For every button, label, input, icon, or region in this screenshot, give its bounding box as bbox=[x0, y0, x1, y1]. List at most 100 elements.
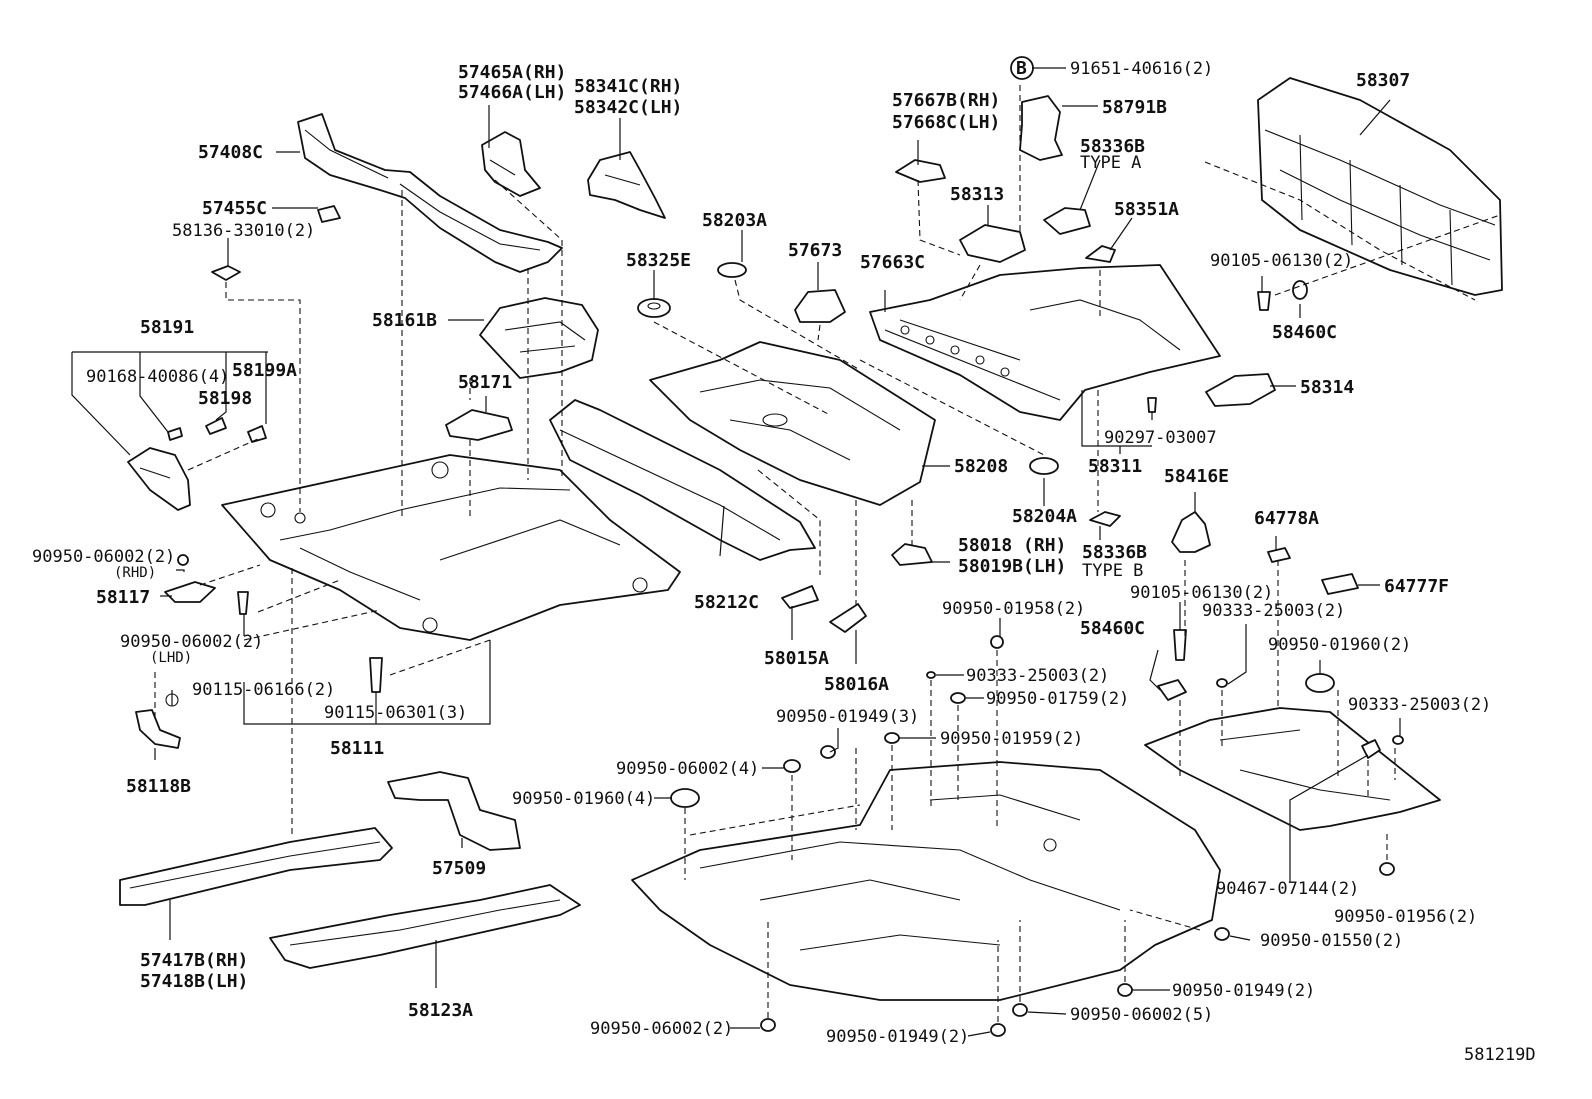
label-58460c-b: 58460C bbox=[1080, 618, 1145, 639]
part-58351a bbox=[1085, 245, 1116, 263]
part-58015a bbox=[781, 585, 819, 609]
part-58341c-bracket bbox=[587, 151, 666, 219]
label-57509: 57509 bbox=[432, 858, 486, 879]
part-58018 bbox=[891, 543, 933, 566]
part-57408c-rail bbox=[297, 113, 563, 273]
part-58117 bbox=[164, 581, 216, 603]
part-58212c-crossmember bbox=[549, 399, 816, 561]
label-58208: 58208 bbox=[954, 456, 1008, 477]
part-57465a-bracket bbox=[481, 131, 541, 197]
label-57418b: 57418B(LH) bbox=[140, 971, 248, 992]
bolt-90105-06130-b bbox=[1157, 629, 1187, 701]
part-58136-clip bbox=[211, 265, 241, 281]
part-58208-center-floor bbox=[649, 341, 936, 506]
part-58204a bbox=[1029, 457, 1059, 475]
part-58171 bbox=[445, 409, 513, 441]
label-90105-06130-b: 90105-06130(2) bbox=[1130, 583, 1273, 603]
label-58015a: 58015A bbox=[764, 648, 829, 669]
label-57673: 57673 bbox=[788, 240, 842, 261]
part-58123a bbox=[269, 884, 581, 969]
part-main-floor-lower bbox=[631, 761, 1221, 1001]
label-58019b: 58019B(LH) bbox=[958, 556, 1066, 577]
diagram-id: 581219D bbox=[1464, 1045, 1536, 1065]
label-callout-b: B bbox=[1016, 58, 1027, 79]
label-58791b: 58791B bbox=[1102, 97, 1167, 118]
bolt-90105-06130-a bbox=[1257, 280, 1308, 311]
bolt-90115-06166 bbox=[237, 591, 249, 615]
label-90950-01550: 90950-01550(2) bbox=[1260, 931, 1403, 951]
part-labels: 57465A(RH) 57466A(LH) 58341C(RH) 58342C(… bbox=[32, 58, 1536, 1065]
label-90115-06166: 90115-06166(2) bbox=[192, 680, 335, 700]
label-90950-01959: 90950-01959(2) bbox=[940, 729, 1083, 749]
part-58336b-type-b bbox=[1089, 511, 1121, 527]
part-57667b bbox=[895, 159, 946, 183]
label-57408c: 57408C bbox=[198, 142, 263, 163]
part-57509 bbox=[387, 771, 521, 851]
part-rear-extension-floor bbox=[1144, 707, 1441, 831]
part-57455c bbox=[317, 205, 341, 223]
label-58342c: 58342C(LH) bbox=[574, 97, 682, 118]
label-58016a: 58016A bbox=[824, 674, 889, 695]
leader-lines bbox=[71, 67, 1401, 1037]
label-58212c: 58212C bbox=[694, 592, 759, 613]
label-90950-06002-rhd: 90950-06002(2) bbox=[32, 547, 175, 567]
label-58336b-b: 58336B bbox=[1082, 542, 1147, 563]
label-58136: 58136-33010(2) bbox=[172, 221, 315, 241]
part-58203a bbox=[717, 262, 747, 278]
label-90950-01759: 90950-01759(2) bbox=[986, 689, 1129, 709]
label-90950-06002-lhd: 90950-06002(2) bbox=[120, 632, 263, 652]
label-90333-25003-c: 90333-25003(2) bbox=[1348, 695, 1491, 715]
part-58325e-hole bbox=[647, 302, 661, 310]
part-64778a bbox=[1267, 547, 1291, 563]
part-58313 bbox=[959, 224, 1026, 263]
alignment-dashes bbox=[154, 85, 1501, 1022]
bolt-group-58191 bbox=[167, 417, 267, 443]
label-90950-06002-a: 90950-06002(4) bbox=[616, 759, 759, 779]
label-90467: 90467-07144(2) bbox=[1216, 879, 1359, 899]
label-90950-06002-b: 90950-06002(2) bbox=[590, 1019, 733, 1039]
label-58111: 58111 bbox=[330, 738, 384, 759]
label-58204a: 58204A bbox=[1012, 506, 1077, 527]
part-64777f bbox=[1321, 573, 1359, 595]
part-58314 bbox=[1205, 373, 1276, 407]
label-57466a: 57466A(LH) bbox=[458, 82, 566, 103]
label-58117: 58117 bbox=[96, 587, 150, 608]
label-64777f: 64777F bbox=[1384, 576, 1449, 597]
part-58336b-type-a bbox=[1043, 207, 1091, 235]
label-64778a: 64778A bbox=[1254, 508, 1319, 529]
label-90950-01958: 90950-01958(2) bbox=[942, 599, 1085, 619]
label-58307: 58307 bbox=[1356, 70, 1410, 91]
label-58325e: 58325E bbox=[626, 250, 691, 271]
label-57663c: 57663C bbox=[860, 252, 925, 273]
label-90168: 90168-40086(4) bbox=[86, 367, 229, 387]
part-58118b bbox=[135, 709, 181, 749]
label-58311: 58311 bbox=[1088, 456, 1142, 477]
label-90333-25003-b: 90333-25003(2) bbox=[966, 666, 1109, 686]
label-90950-01960-b: 90950-01960(4) bbox=[512, 789, 655, 809]
label-58351a: 58351A bbox=[1114, 199, 1179, 220]
label-90950-01949-c: 90950-01949(2) bbox=[826, 1027, 969, 1047]
label-lhd: (LHD) bbox=[150, 650, 192, 666]
label-58199a: 58199A bbox=[232, 360, 297, 381]
label-57667b: 57667B(RH) bbox=[892, 90, 1000, 111]
label-58118b: 58118B bbox=[126, 776, 191, 797]
part-58791b bbox=[1019, 95, 1063, 161]
label-90950-01956: 90950-01956(2) bbox=[1334, 907, 1477, 927]
part-57673 bbox=[794, 289, 846, 323]
part-57417b-rail bbox=[119, 827, 393, 906]
label-90950-01949-b: 90950-01949(2) bbox=[1172, 981, 1315, 1001]
label-58341c: 58341C(RH) bbox=[574, 76, 682, 97]
label-90105-06130-a: 90105-06130(2) bbox=[1210, 251, 1353, 271]
label-57668c: 57668C(LH) bbox=[892, 112, 1000, 133]
label-90333-25003-a: 90333-25003(2) bbox=[1202, 601, 1345, 621]
label-58314: 58314 bbox=[1300, 377, 1354, 398]
label-58313: 58313 bbox=[950, 184, 1004, 205]
part-58191-bracket bbox=[127, 447, 191, 511]
bolt-90115-06301 bbox=[369, 657, 383, 693]
part-58416e bbox=[1171, 511, 1211, 553]
part-58161b bbox=[479, 297, 599, 379]
clip-90467-07144 bbox=[1361, 739, 1381, 759]
label-57417b: 57417B(RH) bbox=[140, 950, 248, 971]
plug-90950-01960-a bbox=[1305, 673, 1335, 693]
